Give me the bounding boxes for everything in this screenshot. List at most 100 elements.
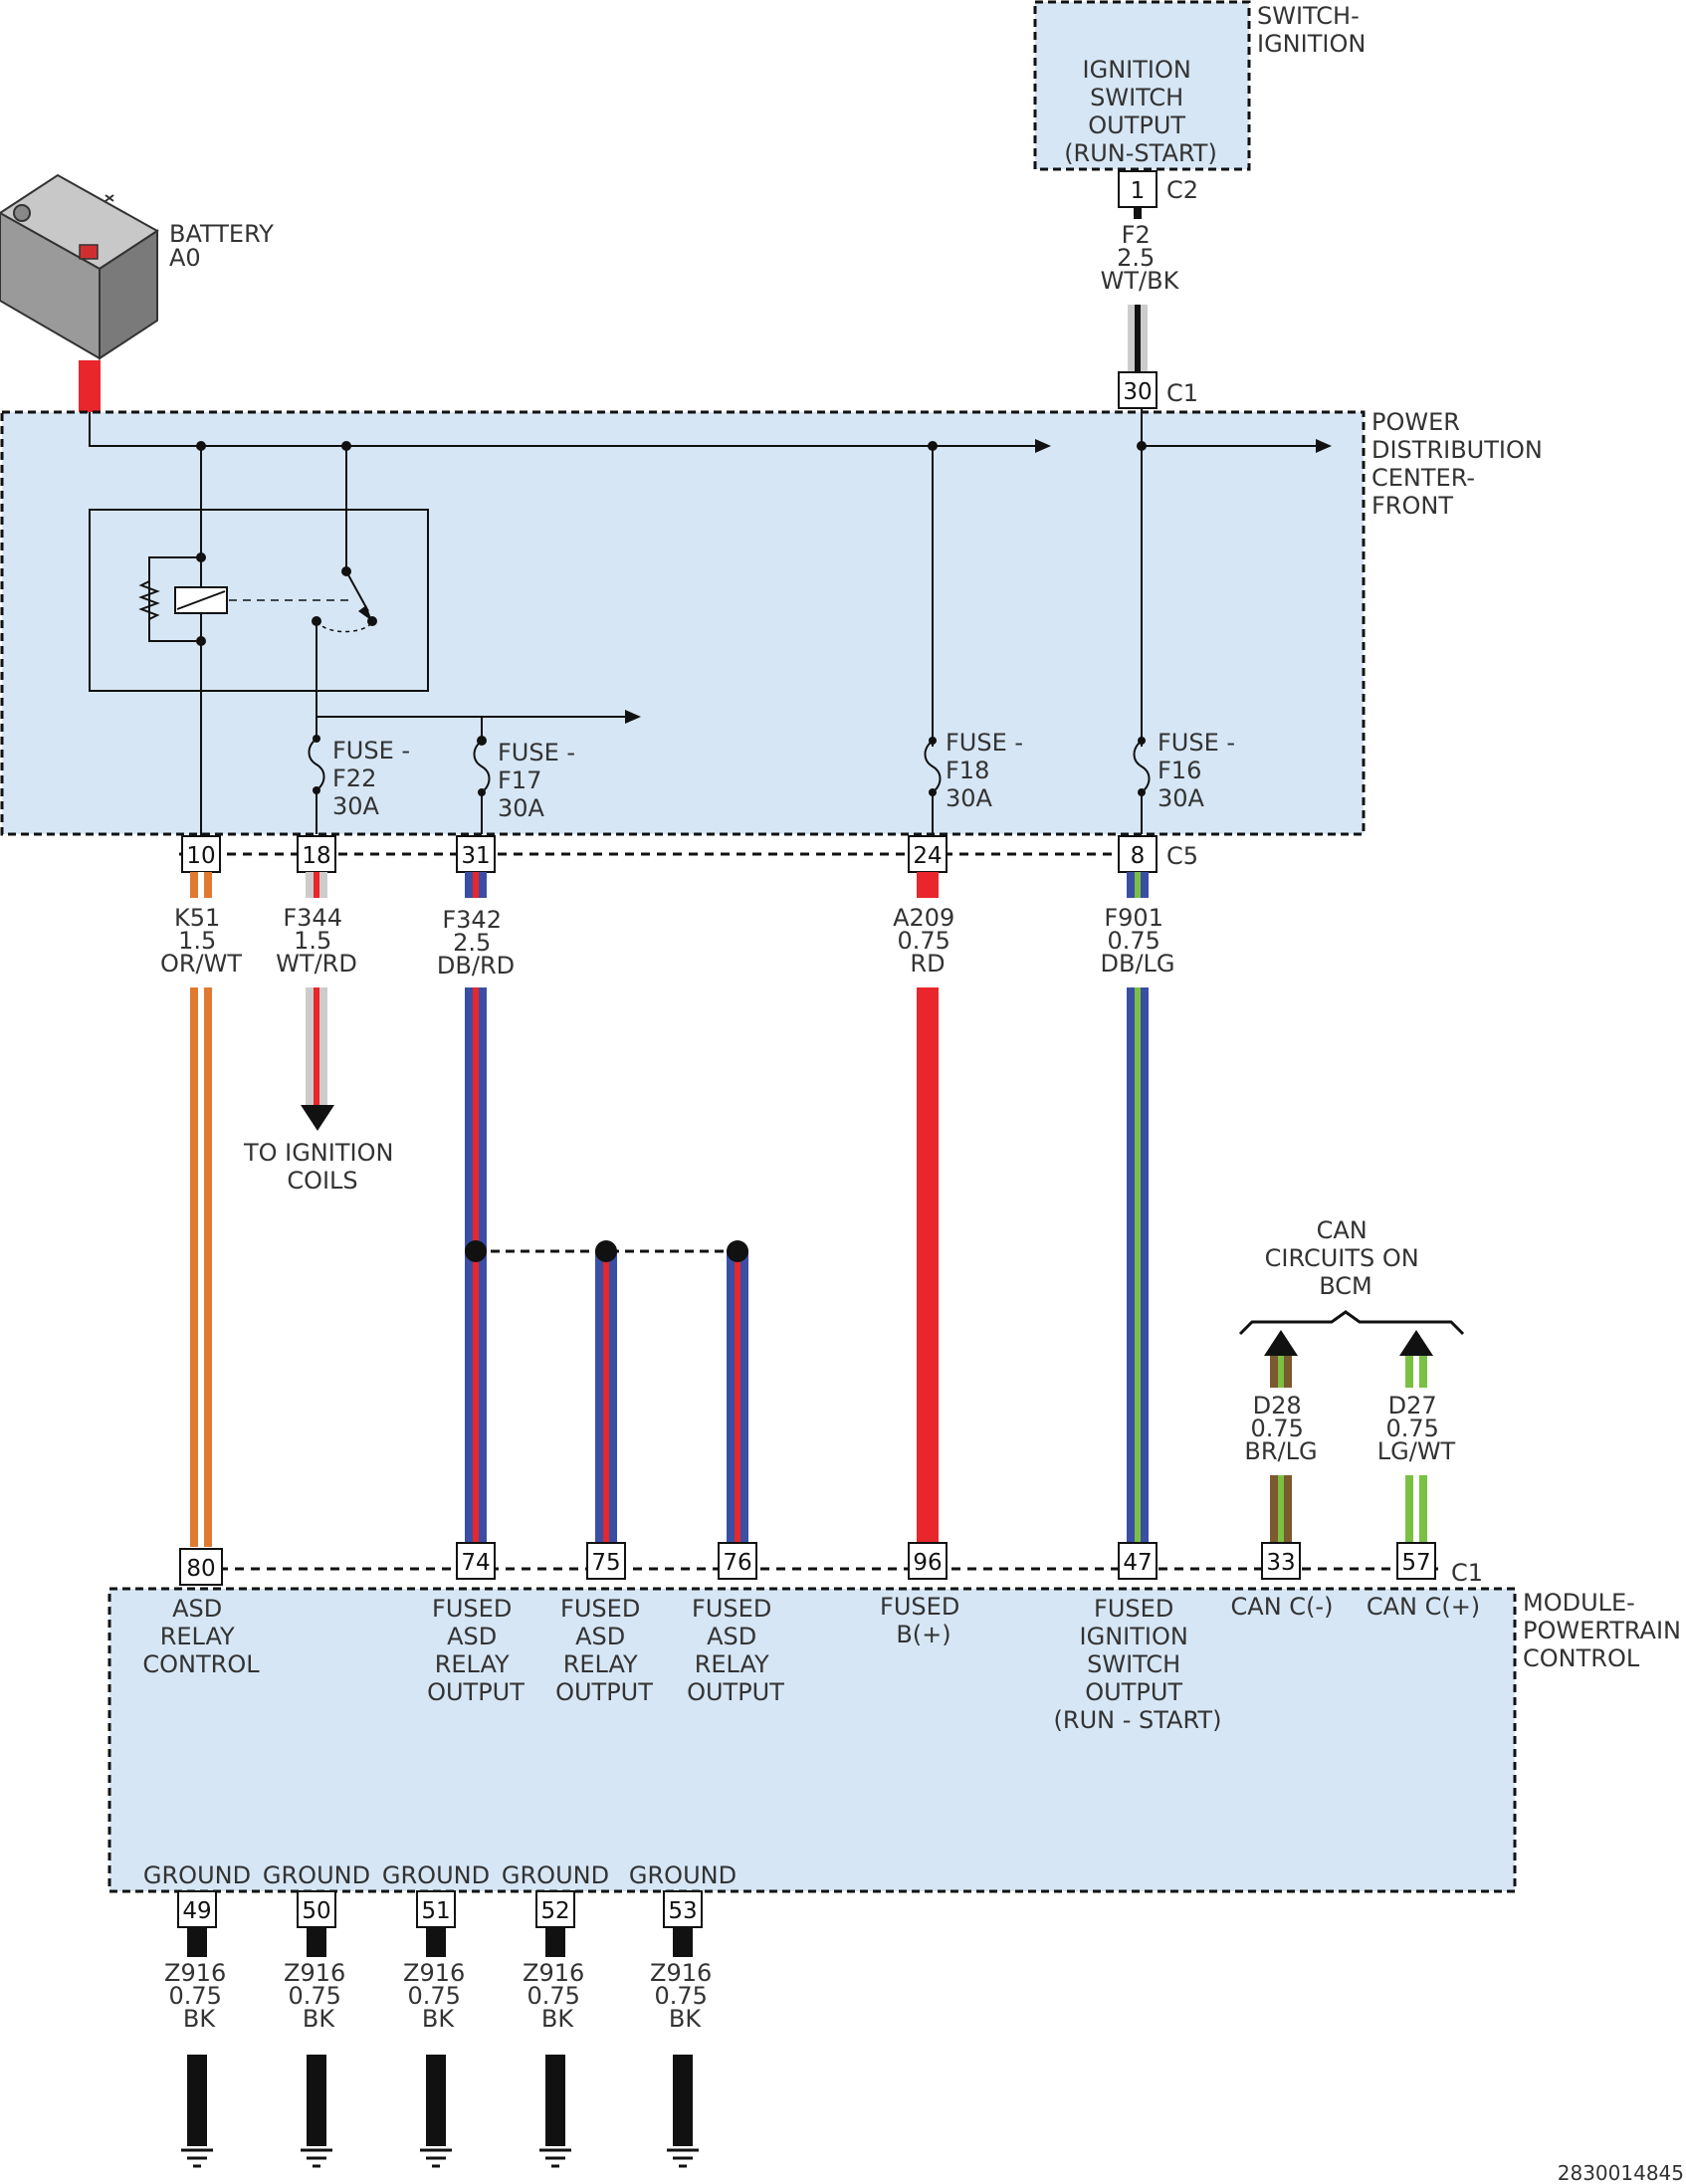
wire-label-f901: F901 0.75 DB/LG [1101, 904, 1175, 978]
ground-wires [187, 2055, 693, 2146]
ground-labels: GROUND GROUND GROUND GROUND GROUND [143, 1861, 737, 1889]
pdc-pin-18: 18 [297, 835, 336, 873]
can-bracket [1238, 1310, 1465, 1336]
wire-k51 [190, 987, 212, 1547]
battery-label: BATTERY A0 [169, 220, 282, 272]
wire-label-z916: Z916 0.75 BK [403, 1959, 473, 2033]
svg-text:47: 47 [1123, 1550, 1152, 1576]
battery-cable [79, 360, 101, 412]
wire-label-f342: F342 2.5 DB/RD [437, 906, 515, 980]
battery-icon [0, 173, 159, 360]
svg-text:50: 50 [302, 1898, 330, 1924]
wire-f342-76 [727, 1250, 748, 1547]
wire-f344 [301, 987, 334, 1131]
pdc-junction-dots [196, 441, 1147, 796]
wire-a209 [917, 987, 939, 1547]
pin-function-80: ASD RELAY CONTROL [142, 1595, 260, 1678]
ground-pin-49: 49 [177, 1890, 217, 1928]
wire-label-f344: F344 1.5 WT/RD [276, 904, 357, 978]
wire-f342-74 [465, 987, 487, 1547]
pin-function-57: CAN C(+) [1367, 1593, 1480, 1621]
svg-text:75: 75 [591, 1550, 620, 1576]
wire-label-z916: Z916 0.75 BK [164, 1959, 234, 2033]
svg-text:31: 31 [461, 843, 490, 869]
fuse-label-f17: FUSE - F17 30A [498, 739, 583, 822]
fuse-label-f22: FUSE - F22 30A [332, 737, 418, 820]
switch-ignition-function: IGNITION SWITCH OUTPUT (RUN-START) [1064, 56, 1217, 167]
pdc-pin-31: 31 [456, 835, 496, 873]
pcm-pin-74: 74 [456, 1542, 496, 1580]
switch-ignition-label: SWITCH- IGNITION [1257, 2, 1367, 58]
wire-d28-upper [1264, 1330, 1298, 1388]
ground-wire-stubs [187, 1927, 693, 1957]
svg-text:57: 57 [1401, 1550, 1430, 1576]
wire-label-z916: Z916 0.75 BK [523, 1959, 592, 2033]
svg-text:GROUND: GROUND [143, 1861, 251, 1889]
pin-function-96: FUSED B(+) [880, 1593, 967, 1648]
splice-dots [465, 1240, 748, 1262]
wire-d27 [1405, 1475, 1427, 1547]
wire-f901 [1127, 987, 1149, 1547]
ground-pin-50: 50 [297, 1890, 336, 1928]
pin-function-47: FUSED IGNITION SWITCH OUTPUT (RUN - STAR… [1054, 1595, 1222, 1734]
connector-label: C1 [1166, 379, 1198, 407]
pcm-pin-96: 96 [908, 1542, 948, 1580]
pdc-box [0, 410, 1366, 836]
connector-label: C2 [1166, 176, 1198, 204]
svg-text:33: 33 [1266, 1550, 1295, 1576]
svg-text:96: 96 [913, 1550, 942, 1576]
svg-text:GROUND: GROUND [382, 1861, 490, 1889]
pcm-pin-57: 57 [1396, 1542, 1436, 1580]
pin-box [1118, 371, 1158, 409]
ignition-coils-note: TO IGNITION COILS [243, 1139, 401, 1195]
relay-arrow-icon [358, 605, 372, 621]
wire-label-d28: D28 0.75 BR/LG [1244, 1392, 1317, 1465]
svg-text:52: 52 [540, 1898, 569, 1924]
pdc-pin-8: 8 [1118, 835, 1158, 873]
svg-text:74: 74 [461, 1550, 490, 1576]
svg-text:76: 76 [723, 1550, 751, 1576]
pin-function-76: FUSED ASD RELAY OUTPUT [687, 1595, 784, 1706]
can-bcm-note: CAN CIRCUITS ON BCM [1265, 1216, 1427, 1300]
ground-pin-53: 53 [663, 1890, 703, 1928]
svg-text:GROUND: GROUND [502, 1861, 609, 1889]
connector-label: C1 [1451, 1559, 1483, 1587]
wire-label-d27: D27 0.75 LG/WT [1377, 1392, 1456, 1465]
svg-text:10: 10 [186, 843, 215, 869]
wire-label-z916: Z916 0.75 BK [650, 1959, 720, 2033]
pin-function-75: FUSED ASD RELAY OUTPUT [555, 1595, 653, 1706]
ground-symbol-icon [181, 2148, 699, 2168]
svg-text:53: 53 [668, 1898, 697, 1924]
svg-text:GROUND: GROUND [629, 1861, 737, 1889]
pdc-pin-10: 10 [181, 835, 221, 873]
svg-text:24: 24 [913, 843, 942, 869]
pcm-pin-47: 47 [1118, 1542, 1158, 1580]
pcm-pin-76: 76 [718, 1542, 757, 1580]
pdc-label: POWER DISTRIBUTION CENTER- FRONT [1371, 408, 1550, 520]
svg-text:80: 80 [186, 1556, 215, 1582]
wire-label-a209: A209 0.75 RD [893, 904, 962, 978]
svg-text:GROUND: GROUND [263, 1861, 370, 1889]
wire-label-z916: Z916 0.75 BK [284, 1959, 353, 2033]
pcm-pin-33: 33 [1261, 1542, 1301, 1580]
wire-f2-upper [1134, 207, 1142, 219]
diagram-id: 2830014845 [1558, 2161, 1684, 2184]
switch-ignition-box [1033, 0, 1251, 171]
svg-text:51: 51 [421, 1898, 450, 1924]
wire-d28 [1270, 1475, 1292, 1547]
pin-function-33: CAN C(-) [1231, 1593, 1334, 1621]
svg-text:18: 18 [302, 843, 330, 869]
pcm-box [107, 1587, 1517, 1893]
wire-f2-stripe [1135, 305, 1141, 372]
wire-f342-75 [595, 1250, 617, 1547]
pcm-label: MODULE- POWERTRAIN CONTROL [1523, 1589, 1686, 1672]
pin-function-74: FUSED ASD RELAY OUTPUT [427, 1595, 525, 1706]
ground-pin-52: 52 [535, 1890, 575, 1928]
ground-pin-51: 51 [416, 1890, 456, 1928]
fuse-label-f18: FUSE - F18 30A [946, 729, 1031, 812]
wire-stubs-c5 [190, 872, 1149, 898]
svg-text:8: 8 [1131, 843, 1146, 869]
wire-d27-upper [1399, 1330, 1433, 1388]
pcm-pin-75: 75 [586, 1542, 626, 1580]
